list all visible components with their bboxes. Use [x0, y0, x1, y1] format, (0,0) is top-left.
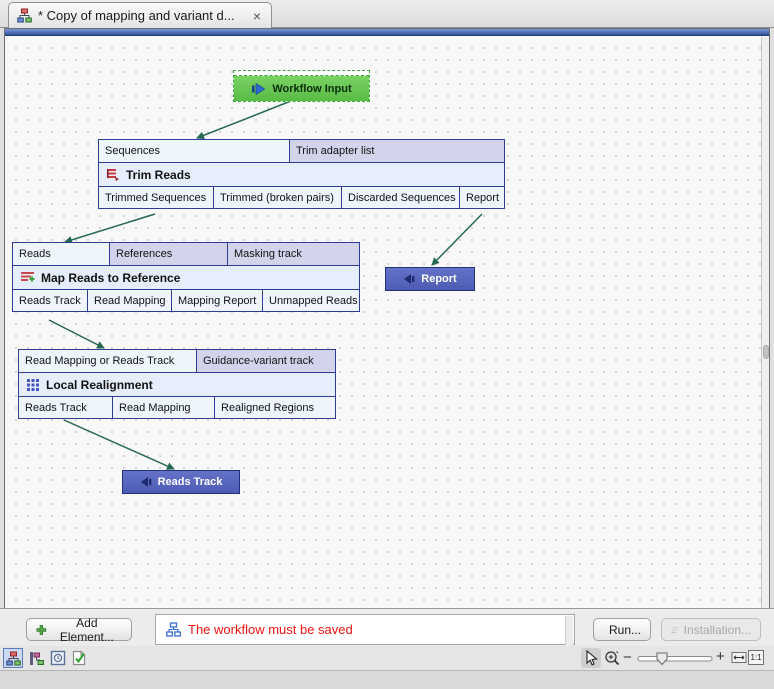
- node-title: Map Reads to Reference: [41, 270, 181, 285]
- installation-icon: [671, 626, 679, 634]
- output-port[interactable]: Discarded Sequences: [341, 187, 459, 208]
- tab-title: * Copy of mapping and variant d...: [38, 8, 235, 23]
- status-message-box: The workflow must be saved: [155, 614, 575, 645]
- status-box-scrollbar: [565, 616, 573, 645]
- canvas-header-strip: [5, 29, 769, 36]
- output-port[interactable]: Reads Track: [13, 290, 87, 311]
- trim-reads-icon: [107, 168, 119, 181]
- output-port[interactable]: Realigned Regions: [214, 397, 335, 418]
- fit-width-button[interactable]: [731, 650, 747, 670]
- node-report-output[interactable]: Report: [385, 267, 475, 291]
- input-port[interactable]: Read Mapping or Reads Track: [19, 350, 196, 372]
- node-reads-track-output[interactable]: Reads Track: [122, 470, 240, 494]
- bottom-toolbar: Add Element... The workflow must be save…: [0, 608, 774, 646]
- validate-icon: [72, 650, 86, 666]
- installation-button[interactable]: Installation...: [661, 618, 761, 641]
- zoom-tool-button[interactable]: [602, 648, 622, 668]
- scrollbar-thumb[interactable]: [763, 345, 769, 359]
- output-port[interactable]: Reads Track: [19, 397, 112, 418]
- node-label: Workflow Input: [272, 82, 352, 95]
- map-reads-icon: [21, 272, 35, 282]
- node-title-row[interactable]: Local Realignment: [19, 372, 335, 397]
- workflow-input-icon: [252, 82, 266, 95]
- history-button[interactable]: [48, 648, 68, 668]
- validate-button[interactable]: [69, 648, 89, 668]
- node-label: Reads Track: [157, 476, 223, 488]
- local-realignment-inputs: Read Mapping or Reads Track Guidance-var…: [19, 350, 335, 372]
- pointer-icon: [585, 650, 598, 666]
- node-local-realignment[interactable]: Read Mapping or Reads Track Guidance-var…: [18, 349, 336, 419]
- close-icon[interactable]: ×: [252, 7, 261, 24]
- run-button[interactable]: Run...: [593, 618, 651, 641]
- zoom-out-control[interactable]: −: [623, 649, 632, 666]
- add-plus-icon: [36, 624, 47, 635]
- input-port[interactable]: Sequences: [99, 140, 289, 162]
- status-bar: − + 1:1: [0, 646, 774, 670]
- input-port[interactable]: Reads: [13, 243, 109, 265]
- map-reads-inputs: Reads References Masking track: [13, 243, 359, 265]
- output-arrow-icon: [404, 274, 415, 284]
- trim-reads-outputs: Trimmed Sequences Trimmed (broken pairs)…: [99, 187, 504, 208]
- status-message: The workflow must be saved: [188, 622, 353, 637]
- input-port[interactable]: Trim adapter list: [289, 140, 504, 162]
- fit-width-icon: [731, 652, 747, 663]
- node-trim-reads[interactable]: Sequences Trim adapter list Trim Reads T…: [98, 139, 505, 209]
- node-map-reads-to-reference[interactable]: Reads References Masking track Map Reads…: [12, 242, 360, 312]
- view-elevated-button[interactable]: [26, 648, 46, 668]
- input-port[interactable]: Masking track: [227, 243, 359, 265]
- output-port[interactable]: Read Mapping: [112, 397, 214, 418]
- workflow-editor-panel: Workflow Input Sequences Trim adapter li…: [4, 28, 770, 608]
- tab-workflow[interactable]: * Copy of mapping and variant d... ×: [8, 2, 272, 28]
- pointer-tool-button[interactable]: [581, 648, 601, 668]
- output-port[interactable]: Trimmed (broken pairs): [213, 187, 341, 208]
- status-workflow-icon: [166, 622, 181, 637]
- tab-bar: * Copy of mapping and variant d... ×: [0, 0, 774, 28]
- workflow-input-port-strip[interactable]: [234, 71, 369, 76]
- node-title: Local Realignment: [46, 377, 153, 392]
- zoom-slider-graphic: [637, 652, 713, 666]
- view-workflow-button[interactable]: [3, 648, 23, 668]
- node-label: Report: [421, 273, 457, 285]
- map-reads-outputs: Reads Track Read Mapping Mapping Report …: [13, 290, 359, 311]
- add-element-button[interactable]: Add Element...: [26, 616, 132, 644]
- connection-arrows: [48, 96, 483, 470]
- input-port[interactable]: References: [109, 243, 227, 265]
- local-realignment-icon: [27, 378, 39, 391]
- vertical-scrollbar[interactable]: [761, 37, 769, 608]
- output-port[interactable]: Read Mapping: [87, 290, 171, 311]
- output-port[interactable]: Unmapped Reads: [262, 290, 359, 311]
- input-port[interactable]: Guidance-variant track: [196, 350, 335, 372]
- output-port[interactable]: Report: [459, 187, 504, 208]
- actual-size-button[interactable]: 1:1: [748, 650, 764, 665]
- zoom-slider[interactable]: [637, 650, 713, 672]
- workflow-canvas[interactable]: Workflow Input Sequences Trim adapter li…: [5, 37, 769, 608]
- node-title-row[interactable]: Map Reads to Reference: [13, 265, 359, 290]
- node-title-row[interactable]: Trim Reads: [99, 162, 504, 187]
- trim-reads-inputs: Sequences Trim adapter list: [99, 140, 504, 162]
- run-icon: [603, 629, 604, 630]
- view-workflow-icon: [5, 651, 21, 665]
- zoom-in-icon: [604, 650, 619, 665]
- view-elevated-icon: [29, 651, 44, 665]
- output-arrow-icon: [140, 477, 151, 487]
- local-realignment-outputs: Reads Track Read Mapping Realigned Regio…: [19, 397, 335, 418]
- zoom-in-control[interactable]: +: [716, 648, 725, 665]
- output-port[interactable]: Mapping Report: [171, 290, 262, 311]
- window-bottom-edge: [0, 670, 774, 689]
- output-port[interactable]: Trimmed Sequences: [99, 187, 213, 208]
- workflow-tab-icon: [17, 8, 32, 23]
- node-title: Trim Reads: [126, 167, 191, 182]
- node-workflow-input[interactable]: Workflow Input: [233, 70, 370, 102]
- history-icon: [50, 650, 66, 666]
